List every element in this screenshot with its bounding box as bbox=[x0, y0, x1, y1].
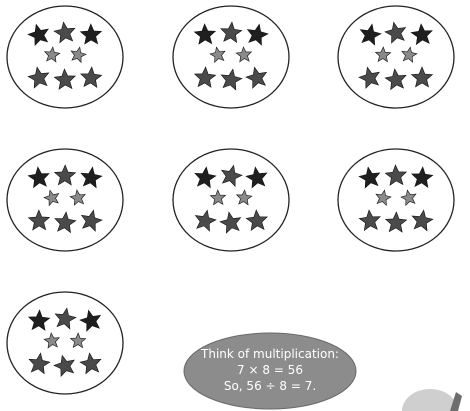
star-groups bbox=[7, 6, 454, 394]
group-circle bbox=[7, 149, 123, 251]
group-circle bbox=[7, 292, 123, 394]
group-circle bbox=[173, 6, 289, 108]
hint-line-1: Think of multiplication: bbox=[200, 347, 339, 361]
group-circle bbox=[338, 149, 454, 251]
star-group bbox=[338, 149, 454, 251]
star-group bbox=[7, 149, 123, 251]
hint-bubble: Think of multiplication: 7 × 8 = 56 So, … bbox=[184, 333, 356, 409]
star-group bbox=[338, 6, 454, 108]
star-group bbox=[173, 149, 289, 251]
star-group bbox=[173, 6, 289, 108]
group-circle bbox=[338, 6, 454, 108]
hint-line-3: So, 56 ÷ 8 = 7. bbox=[224, 379, 316, 393]
star-group bbox=[7, 292, 123, 394]
group-circle bbox=[7, 6, 123, 108]
corner-character-fragment bbox=[402, 389, 462, 411]
star-group bbox=[7, 6, 123, 108]
group-circle bbox=[173, 149, 289, 251]
hint-line-2: 7 × 8 = 56 bbox=[237, 363, 303, 377]
